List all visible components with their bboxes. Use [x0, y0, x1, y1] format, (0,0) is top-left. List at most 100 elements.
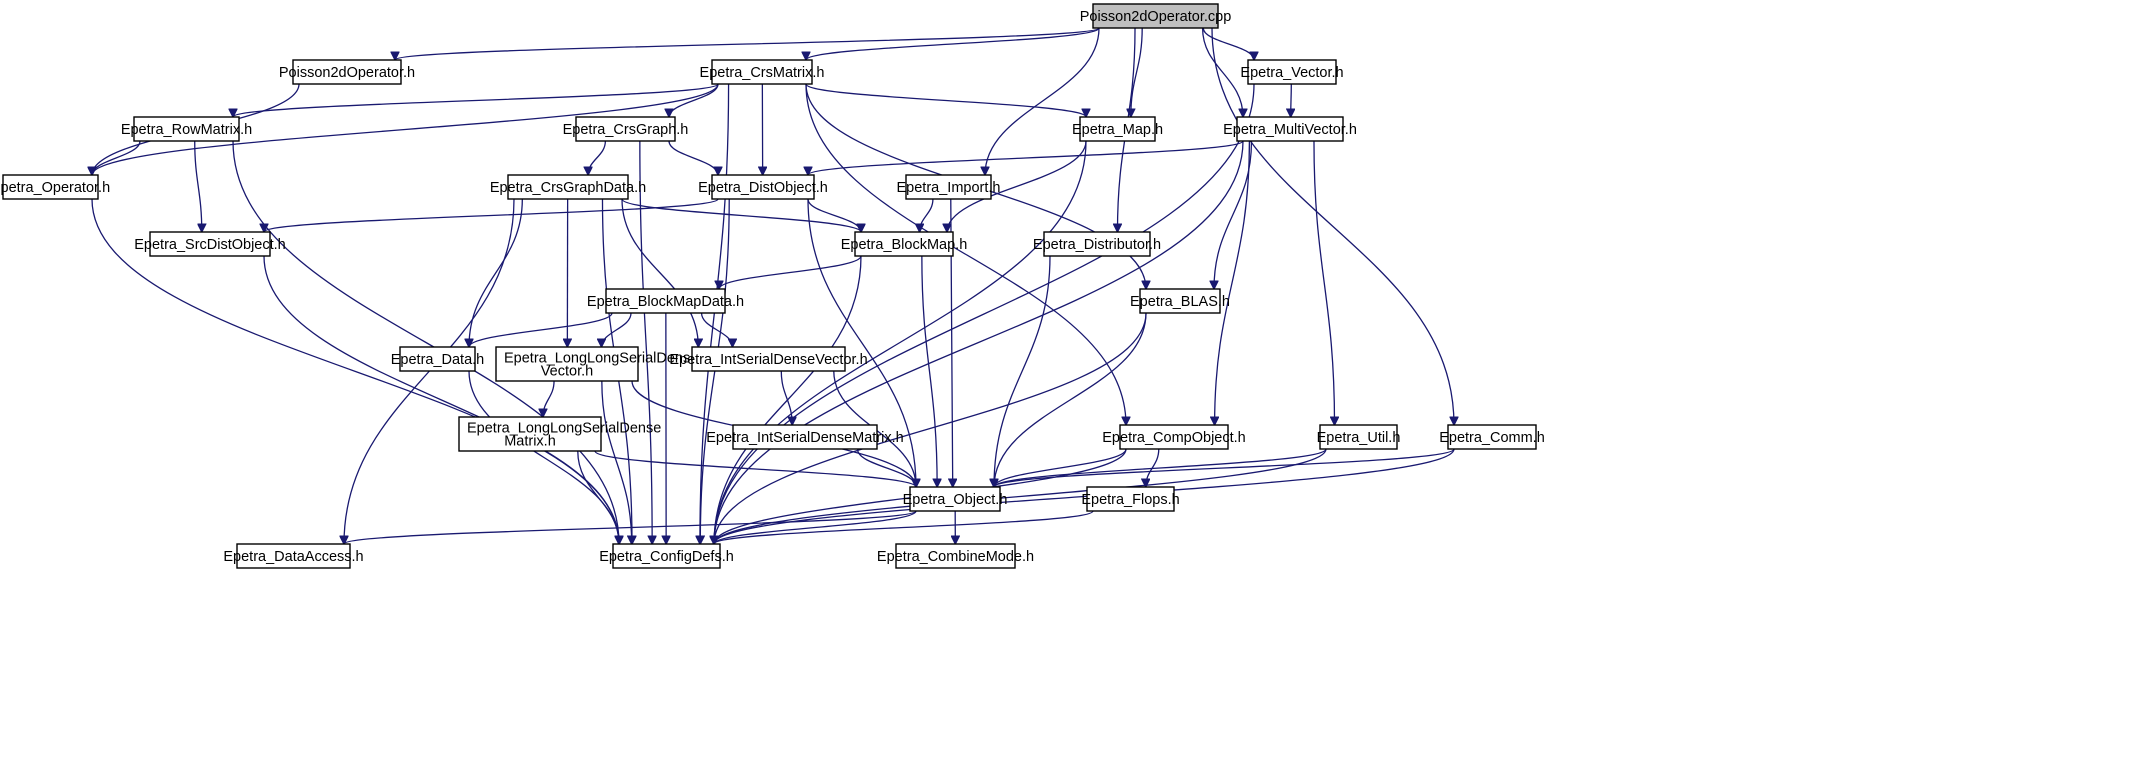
node-box-combinemode	[895, 543, 1016, 569]
node-isdv[interactable]: Epetra_IntSerialDenseVector.h	[669, 346, 868, 372]
edge-crsmatrix-to-crsgraph	[669, 83, 719, 117]
node-dataaccess[interactable]: Epetra_DataAccess.h	[223, 543, 364, 569]
node-label-isdm: Epetra_IntSerialDenseMatrix.h	[706, 430, 903, 446]
edge-crsmatrix-to-rowmatrix	[233, 83, 719, 118]
node-comm[interactable]: Epetra_Comm.h	[1439, 424, 1545, 450]
edge-distobject-to-blockmap	[807, 198, 861, 232]
node-blas[interactable]: Epetra_BLAS.h	[1130, 288, 1230, 314]
node-box-distributor	[1043, 231, 1151, 257]
node-data[interactable]: Epetra_Data.h	[391, 346, 485, 372]
node-blockmapdata[interactable]: Epetra_BlockMapData.h	[587, 288, 744, 314]
edge-blockmapdata-to-data	[469, 312, 613, 347]
node-label-vector: Epetra_Vector.h	[1240, 65, 1343, 81]
node-box-crsgraphdata	[507, 174, 629, 200]
edge-root-to-multivector	[1201, 27, 1243, 117]
node-blockmap[interactable]: Epetra_BlockMap.h	[841, 231, 968, 257]
node-box-flops	[1086, 486, 1175, 512]
node-label-llsdv: Vector.h	[541, 364, 593, 380]
node-root[interactable]: Poisson2dOperator.cpp	[1080, 3, 1232, 29]
edge-isdv-to-isdm	[780, 370, 792, 425]
node-distobject[interactable]: Epetra_DistObject.h	[698, 174, 828, 200]
node-configdefs[interactable]: Epetra_ConfigDefs.h	[599, 543, 734, 569]
edge-comm-to-configdefs	[714, 448, 1455, 544]
node-box-import	[905, 174, 992, 200]
edge-blockmap-to-object	[921, 255, 937, 487]
node-label-blockmapdata: Epetra_BlockMapData.h	[587, 294, 744, 310]
edge-import-to-blockmap	[920, 198, 934, 232]
node-box-comm	[1447, 424, 1537, 450]
edge-multivector-to-compobject	[1215, 140, 1251, 425]
node-combinemode[interactable]: Epetra_CombineMode.h	[877, 543, 1034, 569]
node-label-llsdm: Matrix.h	[504, 434, 556, 450]
node-label-srcdistobject: Epetra_SrcDistObject.h	[134, 237, 286, 253]
node-label-crsgraphdata: Epetra_CrsGraphData.h	[490, 180, 646, 196]
node-isdm[interactable]: Epetra_IntSerialDenseMatrix.h	[706, 424, 904, 450]
node-box-operator	[2, 174, 99, 200]
edges-layer	[92, 27, 1455, 545]
node-distributor[interactable]: Epetra_Distributor.h	[1033, 231, 1161, 257]
edge-data-to-configdefs	[468, 370, 619, 544]
edge-blockmapdata-to-isdv	[700, 312, 733, 347]
node-label-root: Poisson2dOperator.cpp	[1080, 9, 1232, 25]
node-box-multivector	[1236, 116, 1344, 142]
edge-root-to-vector	[1202, 27, 1254, 60]
node-box-isdv	[691, 346, 846, 372]
node-label-configdefs: Epetra_ConfigDefs.h	[599, 549, 734, 565]
edge-util-to-object	[994, 448, 1327, 488]
node-crsmatrix[interactable]: Epetra_CrsMatrix.h	[700, 59, 825, 85]
node-box-compobject	[1119, 424, 1229, 450]
node-box-srcdistobject	[149, 231, 271, 257]
node-map[interactable]: Epetra_Map.h	[1072, 116, 1163, 142]
node-box-map	[1079, 116, 1156, 142]
node-label-blas: Epetra_BLAS.h	[1130, 294, 1230, 310]
node-vector[interactable]: Epetra_Vector.h	[1240, 59, 1344, 85]
edge-multivector-to-util	[1313, 140, 1335, 425]
node-label-data: Epetra_Data.h	[391, 352, 485, 368]
node-label-comm: Epetra_Comm.h	[1439, 430, 1545, 446]
edge-root-to-poissonh	[395, 27, 1100, 60]
edge-crsmatrix-to-compobject	[805, 83, 1126, 425]
node-util[interactable]: Epetra_Util.h	[1317, 424, 1401, 450]
node-label-llsdm: Epetra_LongLongSerialDense	[467, 421, 661, 437]
node-box-blas	[1139, 288, 1221, 314]
node-srcdistobject[interactable]: Epetra_SrcDistObject.h	[134, 231, 286, 257]
edge-blas-to-configdefs	[714, 312, 1147, 544]
node-box-blockmapdata	[605, 288, 726, 314]
node-object[interactable]: Epetra_Object.h	[903, 486, 1008, 512]
edge-object-to-dataaccess	[344, 510, 917, 544]
node-poissonh[interactable]: Poisson2dOperator.h	[279, 59, 415, 85]
node-box-isdm	[732, 424, 878, 450]
edge-isdm-to-object	[856, 448, 917, 487]
edge-llsdm-to-object	[594, 450, 916, 488]
edge-rowmatrix-to-srcdistobject	[194, 140, 202, 232]
edge-vector-to-multivector	[1291, 83, 1292, 117]
node-operator[interactable]: Epetra_Operator.h	[0, 174, 110, 200]
edge-object-to-configdefs	[714, 510, 917, 545]
node-multivector[interactable]: Epetra_MultiVector.h	[1223, 116, 1357, 142]
node-box-poissonh	[292, 59, 402, 85]
node-compobject[interactable]: Epetra_CompObject.h	[1102, 424, 1246, 450]
node-label-compobject: Epetra_CompObject.h	[1102, 430, 1245, 446]
node-box-vector	[1247, 59, 1337, 85]
node-crsgraphdata[interactable]: Epetra_CrsGraphData.h	[490, 174, 646, 200]
edge-crsgraph-to-crsgraphdata	[588, 140, 607, 175]
edge-distobject-to-srcdistobject	[264, 198, 719, 233]
edge-llsdm-to-configdefs	[577, 450, 619, 544]
node-box-root	[1092, 3, 1219, 29]
node-flops[interactable]: Epetra_Flops.h	[1081, 486, 1180, 512]
edge-compobject-to-object	[994, 448, 1127, 487]
node-label-rowmatrix: Epetra_RowMatrix.h	[121, 122, 252, 138]
edge-multivector-to-configdefs	[714, 140, 1244, 544]
node-label-util: Epetra_Util.h	[1317, 430, 1401, 446]
node-import[interactable]: Epetra_Import.h	[897, 174, 1001, 200]
node-crsgraph[interactable]: Epetra_CrsGraph.h	[563, 116, 689, 142]
edge-root-to-import	[985, 27, 1100, 175]
edge-crsgraph-to-configdefs	[639, 140, 652, 544]
edge-distributor-to-object	[994, 255, 1051, 487]
edge-crsgraphdata-to-blockmap	[621, 198, 861, 233]
node-label-object: Epetra_Object.h	[903, 492, 1008, 508]
node-rowmatrix[interactable]: Epetra_RowMatrix.h	[121, 116, 252, 142]
